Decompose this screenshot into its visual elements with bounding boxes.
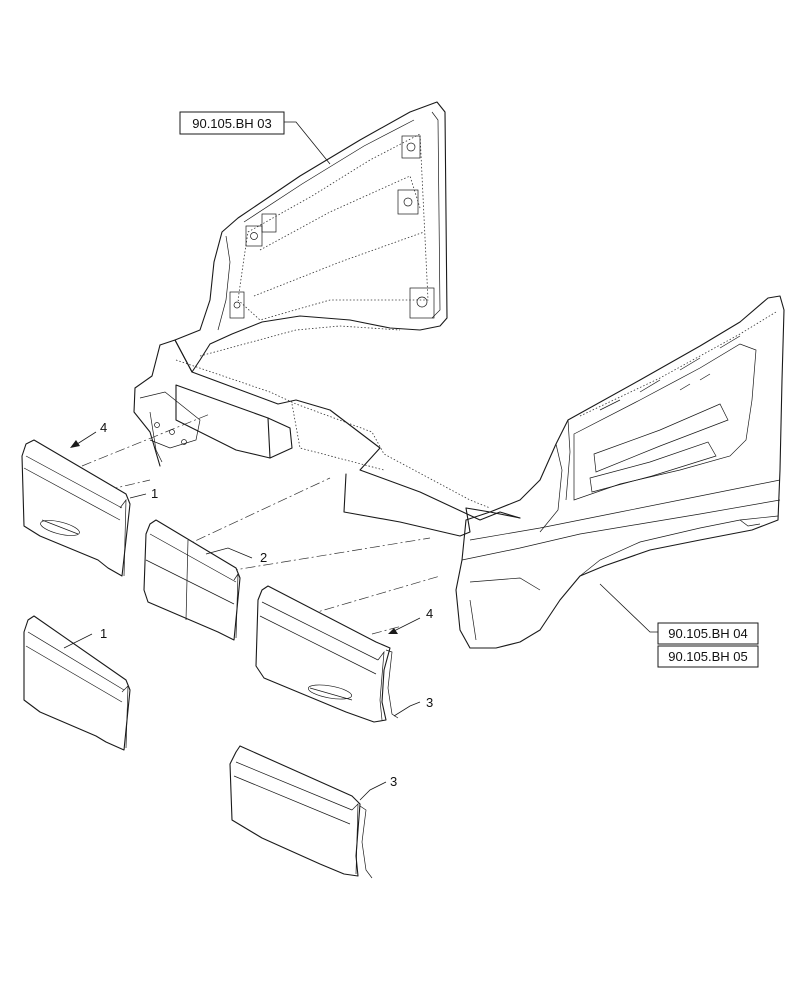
reference-box-fender-a[interactable]: 90.105.BH 04 — [657, 622, 759, 645]
reference-label-fender-a: 90.105.BH 04 — [668, 626, 748, 641]
leader-ref-fender — [599, 583, 658, 633]
fastener-4-right — [388, 617, 421, 634]
fastener-4-left — [70, 431, 97, 448]
callout-2: 2 — [260, 550, 267, 565]
callout-3-upper: 3 — [426, 695, 433, 710]
callout-1-lower: 1 — [100, 626, 107, 641]
side-panel-3-upper — [255, 585, 399, 723]
leader-1-upper — [129, 493, 147, 499]
cab-rear-wall — [174, 101, 448, 373]
callout-4-right: 4 — [426, 606, 433, 621]
reference-label-fender-b: 90.105.BH 05 — [668, 649, 748, 664]
leader-3-lower — [359, 781, 387, 801]
callout-4-left: 4 — [100, 420, 107, 435]
fender-assembly — [455, 295, 785, 649]
reference-label-cab: 90.105.BH 03 — [192, 116, 272, 131]
cab-floor-frame — [133, 325, 521, 537]
side-panel-3-lower — [229, 745, 373, 879]
reference-box-cab[interactable]: 90.105.BH 03 — [179, 111, 285, 135]
callout-3-lower: 3 — [390, 774, 397, 789]
callout-1-upper: 1 — [151, 486, 158, 501]
leader-ref-cab — [284, 121, 331, 165]
center-panel-2 — [143, 519, 241, 641]
leader-2 — [205, 547, 253, 559]
leader-3-upper — [393, 701, 421, 717]
side-panel-1-lower — [23, 615, 131, 751]
reference-box-fender-b[interactable]: 90.105.BH 05 — [657, 645, 759, 668]
side-panel-1-upper — [21, 439, 131, 577]
leader-1-lower — [63, 633, 93, 649]
